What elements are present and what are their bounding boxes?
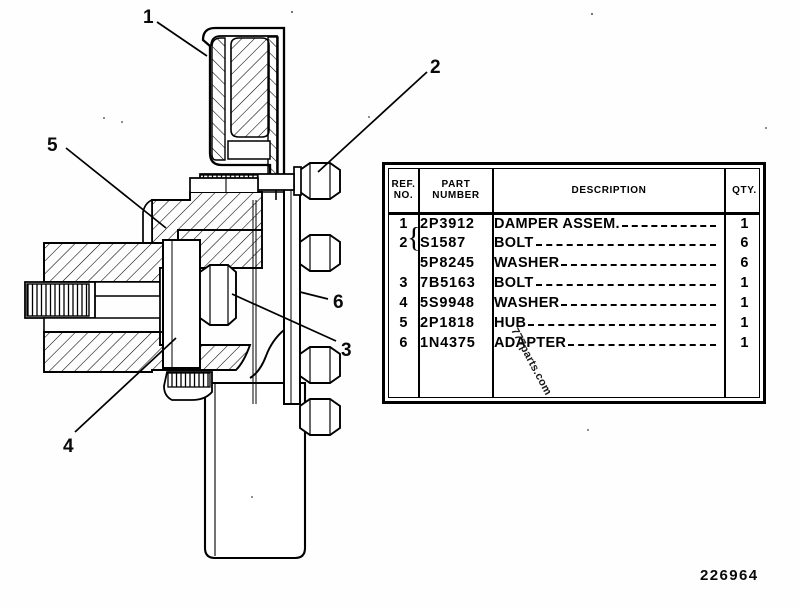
table-row[interactable]: 5 2P1818 HUB 1 xyxy=(389,313,759,333)
cell-ref: 6 xyxy=(399,334,408,351)
leader-2 xyxy=(317,71,428,173)
cell-qty: 1 xyxy=(724,333,759,353)
leader-dots xyxy=(535,244,716,246)
callout-label-3: 3 xyxy=(341,340,353,361)
table-row-empty xyxy=(389,373,759,397)
cell-description: WASHER xyxy=(493,253,726,273)
header-qty: QTY. xyxy=(725,169,759,215)
cell-description: WASHER xyxy=(493,293,726,313)
cell-description: HUB xyxy=(493,313,726,333)
scan-speckles xyxy=(103,10,767,498)
lower-housing-body xyxy=(203,381,307,560)
cell-qty: 1 xyxy=(724,273,759,293)
leader-dots xyxy=(621,224,716,227)
cell-ref xyxy=(389,253,419,273)
leader-dots xyxy=(568,344,716,346)
description-text: ADAPTER xyxy=(494,334,567,351)
description-text: BOLT xyxy=(494,234,534,251)
description-text: HUB xyxy=(494,314,527,331)
bolt-item-2-bottom xyxy=(299,398,341,436)
header-description: DESCRIPTION xyxy=(493,169,726,215)
hub-top-detail xyxy=(189,177,284,193)
cell-qty: 1 xyxy=(724,293,759,313)
description-text: DAMPER ASSEM. xyxy=(494,215,620,232)
cell-description: BOLT xyxy=(493,273,726,293)
cell-description: BOLT xyxy=(493,233,726,253)
leader-1 xyxy=(156,21,208,57)
table-row-empty xyxy=(389,353,759,373)
table-row[interactable]: 1 2P3912 DAMPER ASSEM. 1 xyxy=(389,213,759,233)
leader-6 xyxy=(299,291,329,300)
callout-label-4: 4 xyxy=(63,436,75,457)
cell-ref: 3 xyxy=(399,274,408,291)
cell-part-number: 5P8245 xyxy=(418,253,494,273)
cell-part-number: 7B5163 xyxy=(418,273,494,293)
leader-dots xyxy=(561,264,716,266)
cell-ref: 2 { xyxy=(389,224,421,253)
bolt-item-3-center xyxy=(199,264,237,326)
group-brace: { xyxy=(407,222,422,254)
cell-qty: 6 xyxy=(724,233,759,253)
figure-number: 226964 xyxy=(700,567,759,584)
cell-part-number: 5S9948 xyxy=(418,293,494,313)
ref-number-2: 2 xyxy=(399,234,408,251)
bolt-item-2-lower xyxy=(299,346,341,384)
callout-label-5: 5 xyxy=(47,135,59,156)
description-text: WASHER xyxy=(494,294,560,311)
center-lines xyxy=(252,200,257,404)
cell-part-number: 2P3912 xyxy=(418,213,494,233)
table-row[interactable]: 5P8245 WASHER 6 xyxy=(389,253,759,273)
cell-qty: 1 xyxy=(724,313,759,333)
cell-part-number: S1587 xyxy=(418,233,494,253)
cell-part-number: 1N4375 xyxy=(418,333,494,353)
leader-dots xyxy=(528,324,716,326)
cell-description: DAMPER ASSEM. xyxy=(493,213,726,233)
bolt-item-2-middle xyxy=(299,234,341,272)
callout-label-1: 1 xyxy=(143,7,155,28)
leader-dots xyxy=(535,284,716,286)
table-row[interactable]: 6 1N4375 ADAPTER 1 xyxy=(389,333,759,353)
cell-description: ADAPTER xyxy=(493,333,726,353)
hub-flange-plate xyxy=(162,239,201,369)
callout-label-2: 2 xyxy=(430,57,442,78)
cell-ref: 4 xyxy=(399,294,408,311)
leader-4 xyxy=(74,337,177,433)
cell-part-number: 2P1818 xyxy=(418,313,494,333)
header-ref-no: REF. NO. xyxy=(389,169,420,215)
cell-qty: 6 xyxy=(724,253,759,273)
cell-ref: 5 xyxy=(399,314,408,331)
callout-leader-lines xyxy=(65,21,428,433)
leader-dots xyxy=(561,304,716,306)
table-row[interactable]: 4 5S9948 WASHER 1 xyxy=(389,293,759,313)
table-row[interactable]: 3 7B5163 BOLT 1 xyxy=(389,273,759,293)
damper-assembly-section xyxy=(201,26,286,200)
cell-qty: 1 xyxy=(724,213,759,233)
leader-3 xyxy=(231,293,337,342)
leader-5 xyxy=(65,147,167,229)
table-row[interactable]: 2 { S1587 BOLT 6 xyxy=(389,224,759,253)
description-text: WASHER xyxy=(494,254,560,271)
header-part-number: PART NUMBER xyxy=(419,169,494,215)
parts-list-table: REF. NO. PART NUMBER DESCRIPTION QTY. xyxy=(382,162,766,404)
cell-ref: 1 xyxy=(399,215,408,232)
callout-label-6: 6 xyxy=(333,292,345,313)
lower-threaded-fastener xyxy=(163,371,213,401)
description-text: BOLT xyxy=(494,274,534,291)
